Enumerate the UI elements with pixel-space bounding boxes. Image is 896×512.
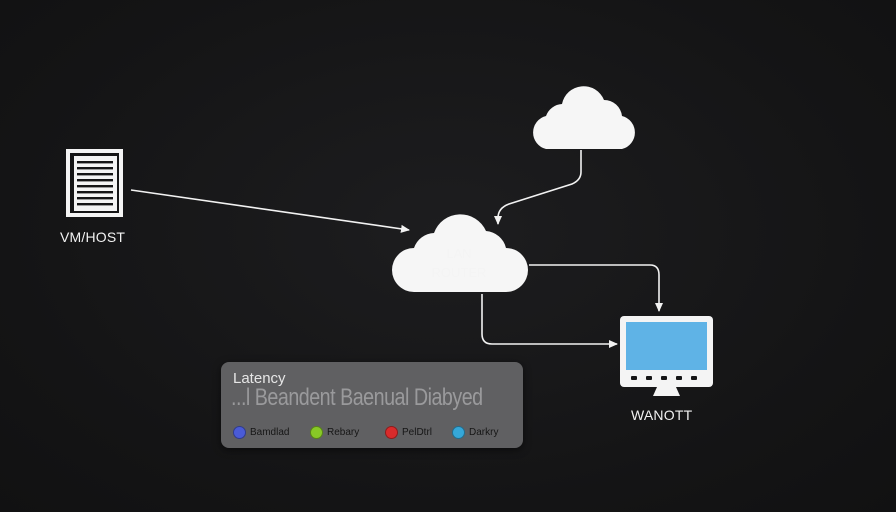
legend-items: Bamdlad Rebary PelDtrl Darkry xyxy=(233,423,513,441)
legend-subtitle: ...l Beandent Baenual Diabyed xyxy=(231,384,483,411)
legend-item-label: Rebary xyxy=(327,426,360,438)
legend-item-label: PelDtrl xyxy=(402,426,433,438)
legend-item: Darkry xyxy=(452,423,498,441)
edge-cloud-to-router xyxy=(494,150,582,225)
router-label-line2: ROUTER xyxy=(431,265,487,280)
edge-router-to-wan-top xyxy=(529,264,663,312)
legend-item: Rebary xyxy=(310,423,359,441)
edge-vmhost-to-router xyxy=(130,189,410,233)
legend-item-label: Bamdlad xyxy=(250,426,290,438)
wan-label: WANOTT xyxy=(631,407,693,423)
server-document-icon xyxy=(66,149,123,217)
monitor-icon xyxy=(620,316,713,396)
legend-panel: Latency ...l Beandent Baenual Diabyed Ba… xyxy=(221,362,523,448)
router-label: LAN ROUTER xyxy=(404,244,514,282)
legend-dot-icon xyxy=(385,425,398,439)
legend-dot-icon xyxy=(452,425,465,439)
router-label-line1: LAN xyxy=(446,246,472,261)
edge-router-to-wan-bottom xyxy=(481,294,618,348)
legend-item: PelDtrl xyxy=(385,423,432,441)
vm-host-label: VM/HOST xyxy=(60,229,126,245)
legend-item-label: Darkry xyxy=(469,426,499,438)
legend-dot-icon xyxy=(310,425,323,439)
cloud-icon xyxy=(533,86,635,149)
legend-title: Latency xyxy=(233,370,286,387)
legend-item: Bamdlad xyxy=(233,423,289,441)
legend-dot-icon xyxy=(233,425,246,439)
router-cloud-icon xyxy=(392,214,528,292)
